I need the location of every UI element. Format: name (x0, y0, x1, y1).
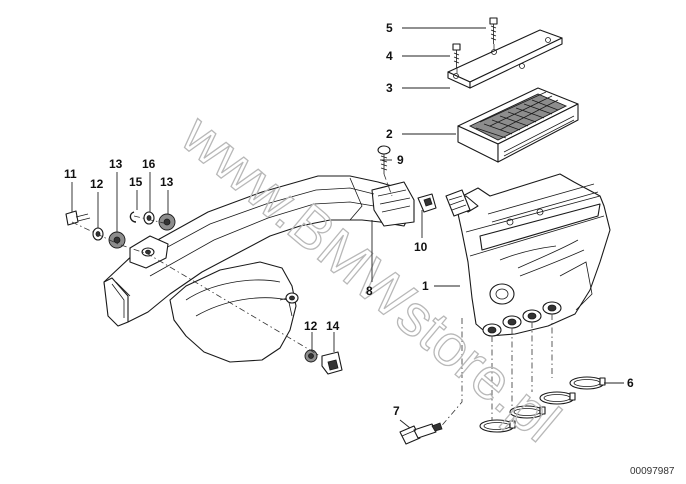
part-6-hose-clamps (479, 376, 606, 433)
callout-15: 15 (129, 175, 143, 189)
part-15-circlip (129, 211, 137, 223)
diagram-reference-number: 00097987 (630, 466, 675, 477)
part-14-clip (321, 351, 343, 375)
callout-12-left: 12 (90, 177, 104, 191)
callout-7: 7 (393, 404, 400, 418)
callout-10: 10 (414, 240, 428, 254)
alignment-lines (71, 44, 553, 431)
callout-12-lower: 12 (304, 319, 318, 333)
part-12-washer-lower (304, 349, 318, 363)
callouts: 5 4 3 2 9 1 10 8 11 12 13 15 16 13 12 14… (64, 21, 634, 418)
callout-2: 2 (386, 127, 393, 141)
part-4-screw (452, 43, 461, 68)
part-10-clip-nut (417, 193, 437, 213)
callout-14: 14 (326, 319, 340, 333)
callout-9: 9 (397, 153, 404, 167)
callout-6: 6 (627, 376, 634, 390)
part-2-air-filter-element (457, 87, 579, 163)
part-8-intake-duct (103, 175, 415, 363)
callout-8: 8 (366, 284, 373, 298)
callout-13-left: 13 (109, 157, 123, 171)
part-3-cover-plate (447, 29, 563, 89)
part-11-bolt (65, 210, 91, 226)
part-13-rubber-mount-right (158, 213, 176, 231)
callout-3: 3 (386, 81, 393, 95)
callout-1: 1 (422, 279, 429, 293)
part-16-washer (143, 211, 155, 225)
part-1-air-filter-housing (445, 173, 611, 337)
part-5-screw (489, 17, 498, 44)
part-7-temperature-sensor (399, 422, 443, 445)
leader-lines (71, 27, 624, 429)
callout-4: 4 (386, 49, 393, 63)
callout-5: 5 (386, 21, 393, 35)
part-9-screw (377, 145, 391, 174)
callout-16: 16 (142, 157, 156, 171)
callout-13-right: 13 (160, 175, 174, 189)
callout-11: 11 (64, 167, 77, 181)
